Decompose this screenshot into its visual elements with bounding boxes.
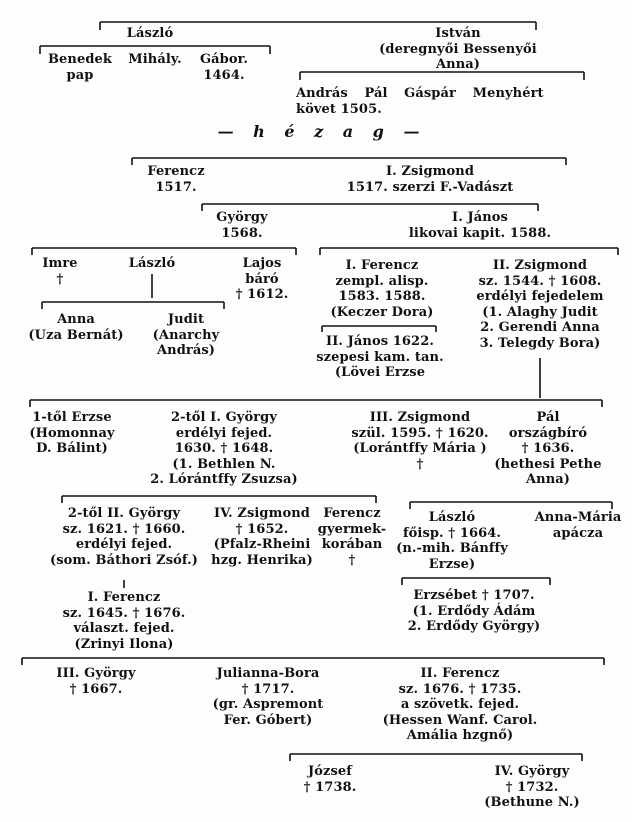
person-mihaly: Mihály. [128, 52, 182, 67]
person-i-gyorgy: 2-től I. György erdélyi fejed. 1630. † 1… [150, 410, 298, 487]
person-iii-zsigmond: III. Zsigmond szül. 1595. † 1620. (Lorán… [351, 410, 489, 472]
person-imre: Imre † [42, 256, 78, 287]
person-erzse: 1-től Erzse (Homonnay D. Bálint) [29, 410, 115, 456]
person-pal: Pál országbíró † 1636. (hethesi Pethe An… [494, 410, 602, 487]
person-ii-janos: II. János 1622. szepesi kam. tan. (Lövei… [316, 334, 444, 380]
person-i-zsigmond: I. Zsigmond 1517. szerzi F.-Vadászt [346, 164, 514, 195]
person-iv-zsigmond: IV. Zsigmond † 1652. (Pfalz-Rheini hzg. … [211, 506, 313, 568]
person-judit: Judit (Anarchy András) [152, 312, 220, 358]
person-ii-gyorgy: 2-től II. György sz. 1621. † 1660. erdél… [49, 506, 199, 568]
person-ii-zsigmond: II. Zsigmond sz. 1544. † 1608. erdélyi f… [476, 258, 604, 351]
person-erzsebet: Erzsébet † 1707. (1. Erdődy Ádám 2. Erdő… [407, 588, 541, 634]
person-i-janos: I. János likovai kapit. 1588. [408, 210, 552, 241]
person-iv-gyorgy: IV. György † 1732. (Bethune N.) [484, 764, 580, 810]
person-laszlo-foisp: László főisp. † 1664. (n.-mih. Bánffy Er… [396, 510, 508, 572]
person-julianna-bora: Julianna-Bora † 1717. (gr. Aspremont Fer… [212, 666, 324, 728]
person-jozsef: József † 1738. [303, 764, 357, 795]
person-ferencz-gyermek: Ferencz gyermek- korában † [317, 506, 387, 568]
person-ii-ferencz: II. Ferencz sz. 1676. † 1735. a szövetk.… [382, 666, 538, 743]
person-gabor: Gábor. 1464. [199, 52, 249, 83]
person-istvan: István (deregnyői Bessenyői Anna) [379, 26, 537, 72]
person-i-ferencz-zempl: I. Ferencz zempl. alisp. 1583. 1588. (Ke… [330, 258, 434, 320]
persons-andras-pal-gaspar-menyhert: András Pál Gáspár Menyhért követ 1505. [296, 86, 544, 117]
person-lajos: Lajos báró † 1612. [235, 256, 289, 302]
person-gyorgy-1568: György 1568. [216, 210, 268, 241]
person-i-ferencz-valaszt: I. Ferencz sz. 1645. † 1676. választ. fe… [62, 590, 186, 652]
person-laszlo: László [126, 26, 174, 41]
person-iii-gyorgy: III. György † 1667. [56, 666, 136, 697]
person-laszlo-2: László [128, 256, 176, 271]
person-anna-uza: Anna (Uza Bernát) [28, 312, 124, 343]
gap-marker: — h é z a g — [217, 122, 427, 141]
person-anna-maria: Anna-Mária apácza [534, 510, 622, 541]
person-ferencz-1517: Ferencz 1517. [147, 164, 205, 195]
person-benedek: Benedek pap [47, 52, 113, 83]
